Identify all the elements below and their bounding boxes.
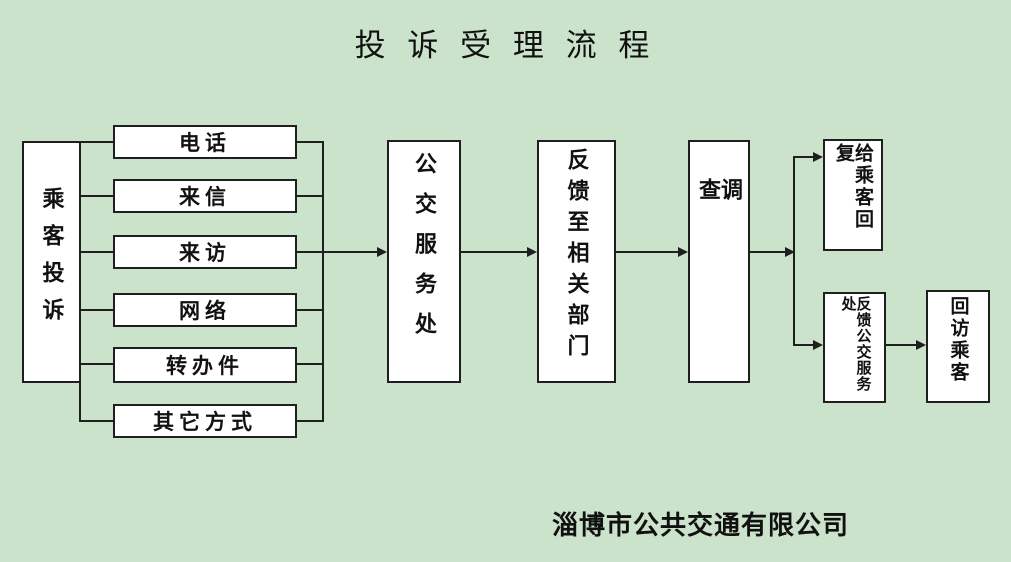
arrow-to-feedback-dept-head [527, 247, 537, 257]
arrow-to-service-office-line [324, 251, 378, 253]
page-title: 投 诉 受 理 流 程 [354, 28, 657, 63]
feedback-service-office-label: 反馈公交服务处 [839, 296, 871, 392]
box-channel-visit: 来访 [113, 235, 297, 269]
arrow-to-reply-head [813, 152, 823, 162]
arrow-to-feedback-office-line [793, 344, 814, 346]
connector-stub-right-5 [295, 363, 323, 365]
reply-passenger-label: 给乘客回复 [833, 143, 873, 231]
box-feedback-service-office: 反馈公交服务处 [823, 292, 886, 403]
connector-stub-left-2 [79, 195, 113, 197]
arrow-to-service-office-head [377, 247, 387, 257]
connector-stub-right-3 [295, 251, 323, 253]
arrow-to-revisit-line [884, 344, 917, 346]
connector-stub-left-5 [79, 363, 113, 365]
box-reply-passenger: 给乘客回复 [823, 139, 883, 251]
box-service-office: 公交服务处 [387, 140, 461, 383]
channel-label: 转办件 [166, 354, 244, 378]
box-revisit-passenger: 回访乘客 [926, 290, 990, 403]
box-channel-other: 其它方式 [113, 404, 297, 438]
channel-label: 其它方式 [153, 410, 257, 434]
arrow-to-feedback-dept-line [459, 251, 528, 253]
box-feedback-departments: 反馈至相关部门 [537, 140, 616, 383]
connector-stub-left-1 [79, 141, 113, 143]
connector-stub-left-3 [79, 251, 113, 253]
connector-stub-right-1 [295, 141, 323, 143]
connector-stub-right-2 [295, 195, 323, 197]
connector-stub-left-6 [79, 420, 113, 422]
company-name: 淄博市公共交通有限公司 [552, 511, 850, 540]
arrow-to-feedback-office-head [813, 340, 823, 350]
box-channel-letter: 来信 [113, 179, 297, 213]
channel-label: 来访 [179, 241, 231, 265]
arrow-to-revisit-head [916, 340, 926, 350]
channel-label: 网络 [179, 299, 231, 323]
arrow-to-reply-line [793, 156, 814, 158]
arrow-to-branch-head [785, 247, 795, 257]
channel-label: 来信 [179, 185, 231, 209]
service-office-label: 公交服务处 [412, 152, 437, 352]
connector-stub-right-6 [295, 420, 323, 422]
feedback-departments-label: 反馈至相关部门 [564, 148, 590, 365]
revisit-passenger-label: 回访乘客 [947, 296, 969, 384]
box-investigation: 调查 [688, 140, 750, 383]
arrow-to-investigation-line [614, 251, 679, 253]
box-passenger-complaint: 乘客投诉 [22, 141, 81, 383]
right-collector-line [322, 141, 324, 422]
passenger-complaint-label: 乘客投诉 [39, 187, 65, 335]
arrow-to-branch-line [748, 251, 786, 253]
left-connector-extension [79, 383, 81, 422]
box-channel-phone: 电话 [113, 125, 297, 159]
connector-stub-left-4 [79, 309, 113, 311]
connector-stub-right-4 [295, 309, 323, 311]
arrow-to-investigation-head [678, 247, 688, 257]
box-channel-network: 网络 [113, 293, 297, 327]
investigation-label: 调查 [696, 178, 743, 290]
box-channel-transfer: 转办件 [113, 347, 297, 383]
channel-label: 电话 [179, 131, 231, 155]
branch-line [793, 156, 795, 346]
